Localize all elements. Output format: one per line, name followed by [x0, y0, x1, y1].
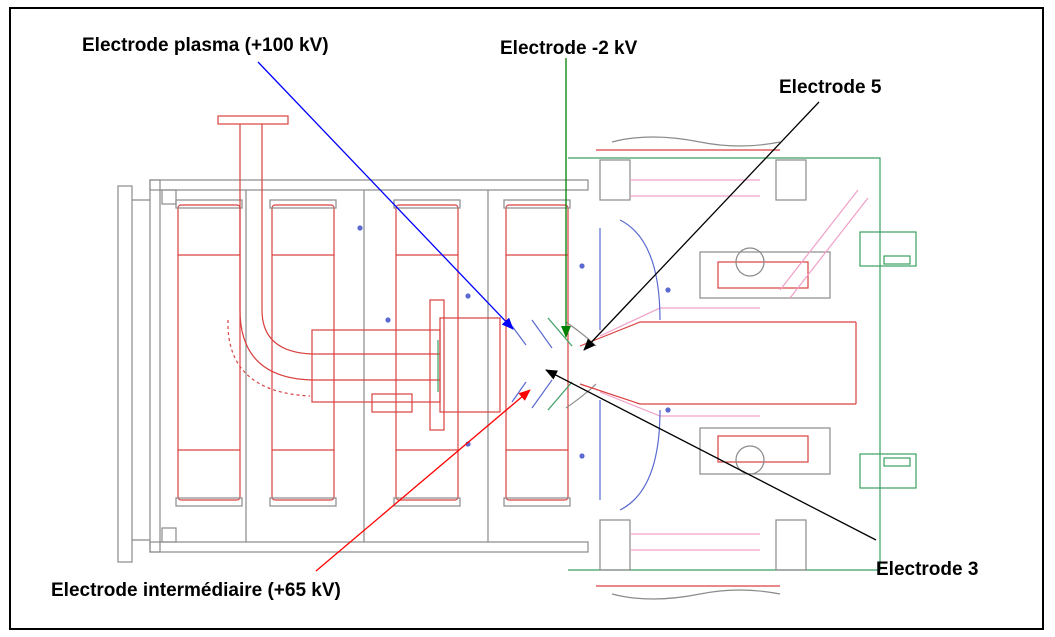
label-electrode-plasma: Electrode plasma (+100 kV) [82, 35, 329, 56]
beam-tube [579, 307, 857, 417]
arrow-electrode-plasma [257, 61, 514, 330]
source-drawing [117, 115, 917, 600]
arrow-electrode-3 [545, 369, 877, 541]
arrow-electrode-5 [583, 101, 820, 351]
label-electrode-minus2kv: Electrode -2 kV [500, 38, 638, 59]
right-housing [568, 136, 917, 600]
label-electrode-5: Electrode 5 [779, 77, 882, 98]
fasteners [357, 225, 671, 459]
label-electrode-intermediaire: Electrode intermédiaire (+65 kV) [51, 580, 341, 601]
plasma-chamber [311, 299, 501, 431]
label-electrode-3: Electrode 3 [876, 559, 978, 580]
arrow-electrode-intermediaire [315, 389, 531, 572]
extraction-electrodes [511, 317, 597, 411]
column-separators [175, 190, 571, 542]
column-stacks [177, 204, 569, 501]
gas-feed-pipe [217, 115, 313, 397]
figure-frame [9, 7, 1044, 630]
support-frame [117, 179, 589, 563]
